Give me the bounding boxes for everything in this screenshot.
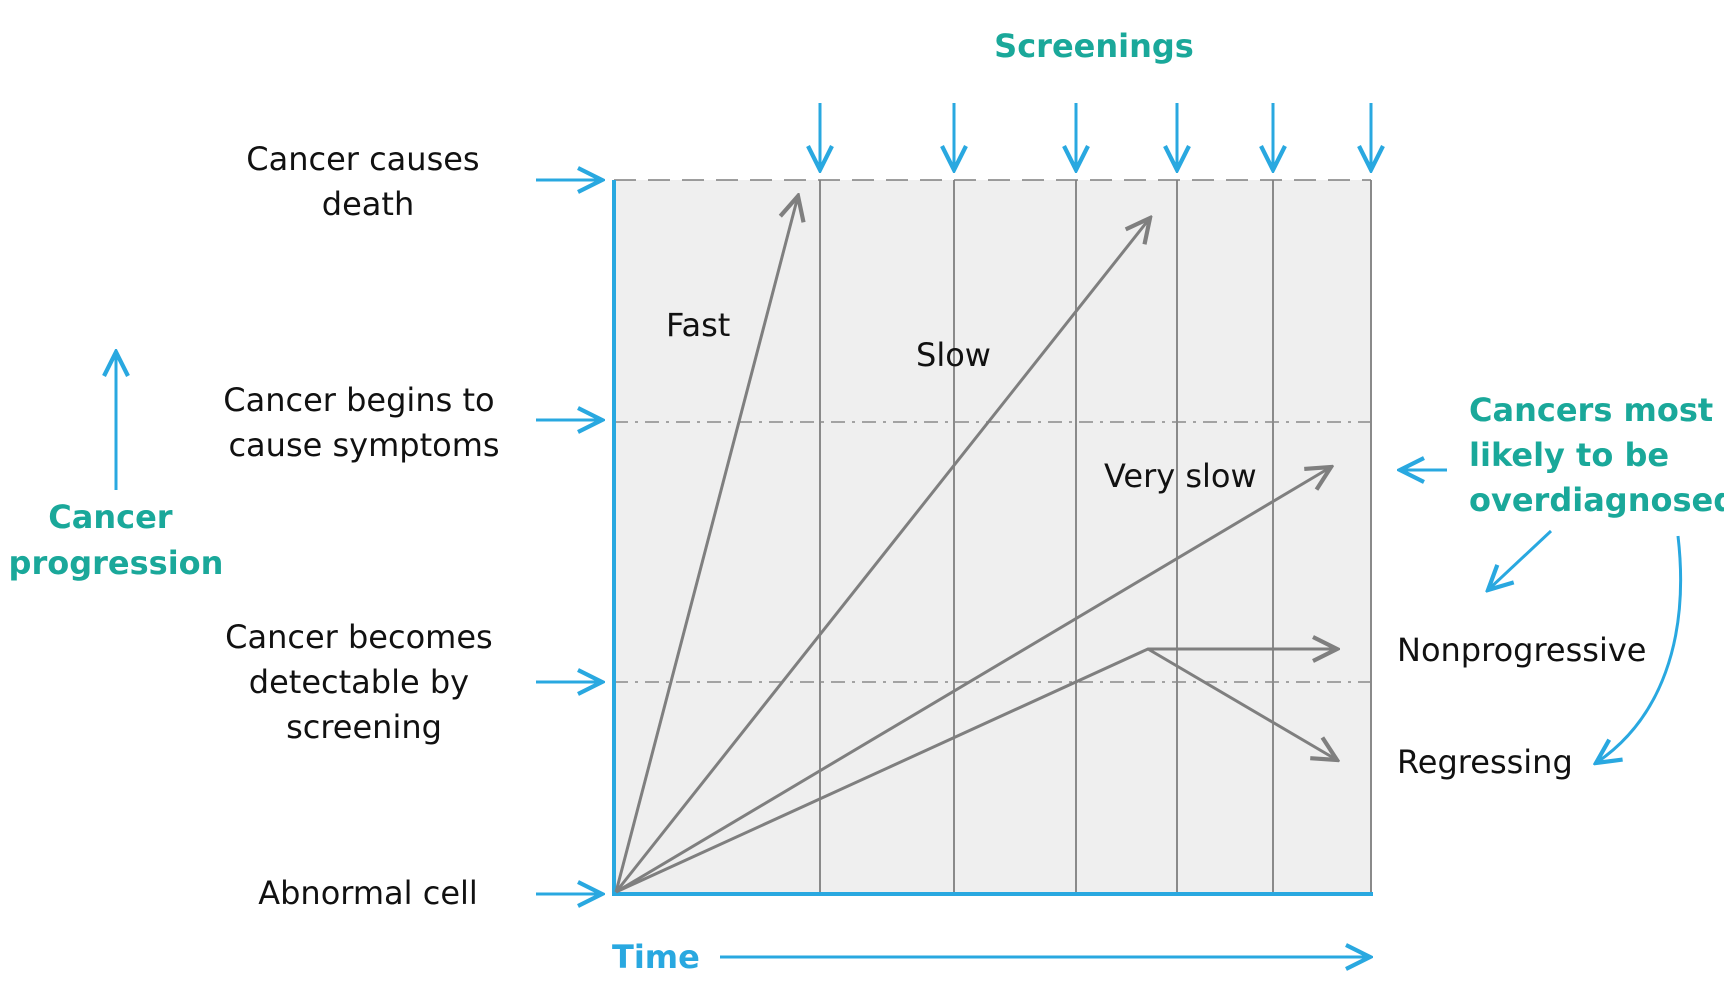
regressing-line bbox=[1147, 647, 1337, 760]
nonprogressive-label: Nonprogressive bbox=[1397, 631, 1646, 669]
screening-gridlines bbox=[819, 180, 1372, 893]
cancer-progression-label: Cancer progression bbox=[9, 498, 224, 582]
level-label-symptoms: Cancer begins to cause symptoms bbox=[223, 381, 504, 464]
time-label: Time bbox=[612, 938, 700, 976]
plot-panel bbox=[614, 180, 1371, 893]
regressing-label: Regressing bbox=[1397, 743, 1573, 781]
screenings-title: Screenings bbox=[994, 27, 1194, 65]
fast-progression-line bbox=[614, 196, 798, 893]
slow-label: Slow bbox=[916, 336, 991, 374]
callout-nonprogressive-pointer bbox=[1488, 529, 1553, 590]
progression-lines bbox=[614, 196, 1337, 894]
screening-arrows bbox=[820, 103, 1371, 170]
level-arrows bbox=[536, 180, 602, 894]
level-label-abnormal-cell: Abnormal cell bbox=[258, 874, 478, 912]
level-label-death: Cancer causes death bbox=[246, 140, 490, 223]
callout-regressing-pointer bbox=[1596, 535, 1683, 763]
very-slow-label: Very slow bbox=[1104, 457, 1257, 495]
overdiagnosed-callout: Cancers most likely to be overdiagnosed bbox=[1469, 391, 1724, 519]
fast-label: Fast bbox=[666, 306, 730, 344]
slow-progression-line bbox=[614, 218, 1150, 893]
level-label-detectable: Cancer becomes detectable by screening bbox=[225, 618, 503, 746]
very-slow-progression-line bbox=[615, 467, 1331, 894]
